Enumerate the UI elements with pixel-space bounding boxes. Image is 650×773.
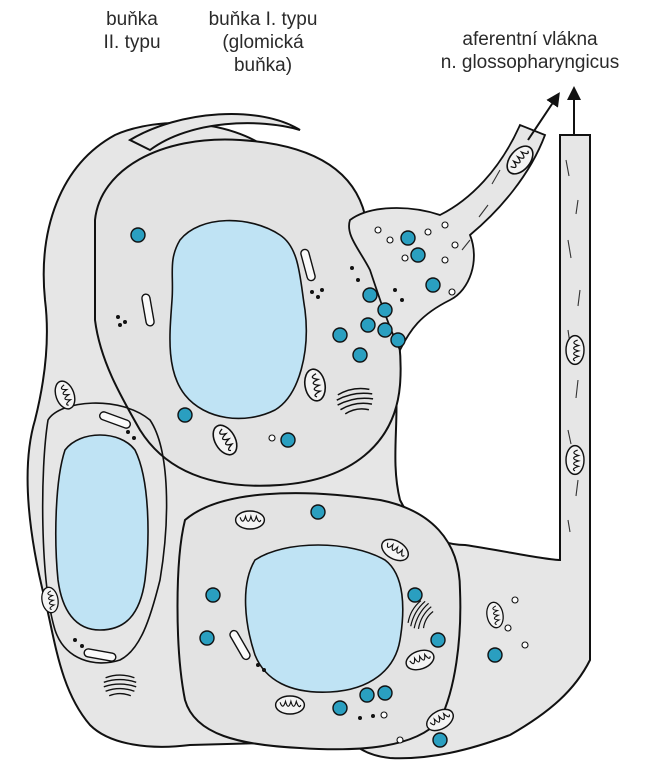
nucleus-lower-cell	[246, 545, 403, 692]
nucleus-left-cell	[56, 435, 148, 630]
nucleus-upper-cell	[170, 221, 306, 419]
